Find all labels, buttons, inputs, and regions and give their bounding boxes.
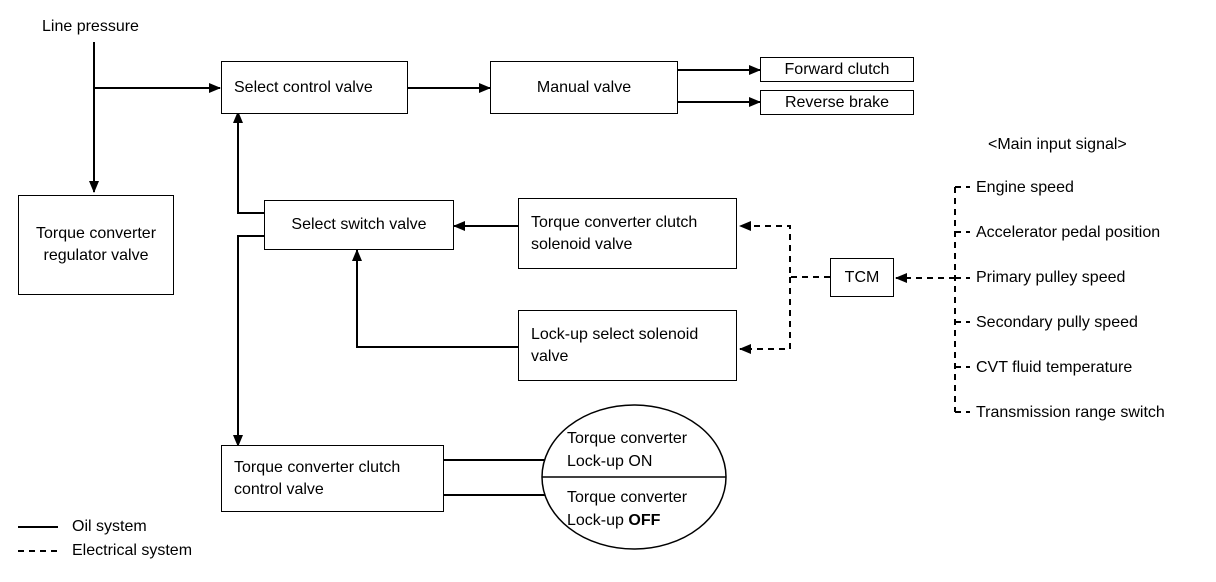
tcc-solenoid-valve-box: Torque converter clutch solenoid valve xyxy=(518,198,737,269)
switch-to-select-control xyxy=(233,111,264,214)
lockup-solenoid-to-switch xyxy=(352,249,518,348)
signal-secondary-pully-speed: Secondary pully speed xyxy=(976,314,1138,331)
lockup-select-solenoid-valve-box: Lock-up select solenoid valve xyxy=(518,310,737,381)
signal-engine-speed: Engine speed xyxy=(976,179,1074,196)
signal-accelerator-pedal-position: Accelerator pedal position xyxy=(976,224,1161,241)
manual-valve-box: Manual valve xyxy=(490,61,678,114)
line-pressure-label: Line pressure xyxy=(42,18,139,35)
forward-clutch-box: Forward clutch xyxy=(760,57,914,82)
torque-converter-regulator-valve-box: Torque converter regulator valve xyxy=(18,195,174,295)
lockup-off-line2: Lock-up OFF xyxy=(567,511,660,532)
tcc-control-valve-box: Torque converter clutch control valve xyxy=(221,445,444,512)
tcm-box: TCM xyxy=(830,258,894,297)
legend-electrical-system: Electrical system xyxy=(72,542,193,559)
legend-oil-system: Oil system xyxy=(72,518,147,535)
lockup-on-line2: Lock-up ON xyxy=(567,453,653,470)
signal-cvt-fluid-temperature: CVT fluid temperature xyxy=(976,359,1133,376)
tcm-to-lockup-solenoid xyxy=(739,277,791,354)
lockup-on-line1: Torque converter xyxy=(567,430,688,447)
signal-primary-pulley-speed: Primary pulley speed xyxy=(976,269,1126,286)
tcm-to-tcc-solenoid xyxy=(739,221,830,278)
lockup-off-prefix: Lock-up xyxy=(567,512,629,529)
signal-transmission-range-switch: Transmission range switch xyxy=(976,404,1165,421)
select-switch-valve-box: Select switch valve xyxy=(264,200,454,250)
lockup-off-line1: Torque converter xyxy=(567,489,688,506)
lockup-off-bold: OFF xyxy=(628,512,661,529)
main-input-signal-heading: <Main input signal> xyxy=(988,136,1127,153)
select-control-valve-box: Select control valve xyxy=(221,61,408,114)
switch-to-tcc-control xyxy=(233,235,264,447)
reverse-brake-box: Reverse brake xyxy=(760,90,914,115)
